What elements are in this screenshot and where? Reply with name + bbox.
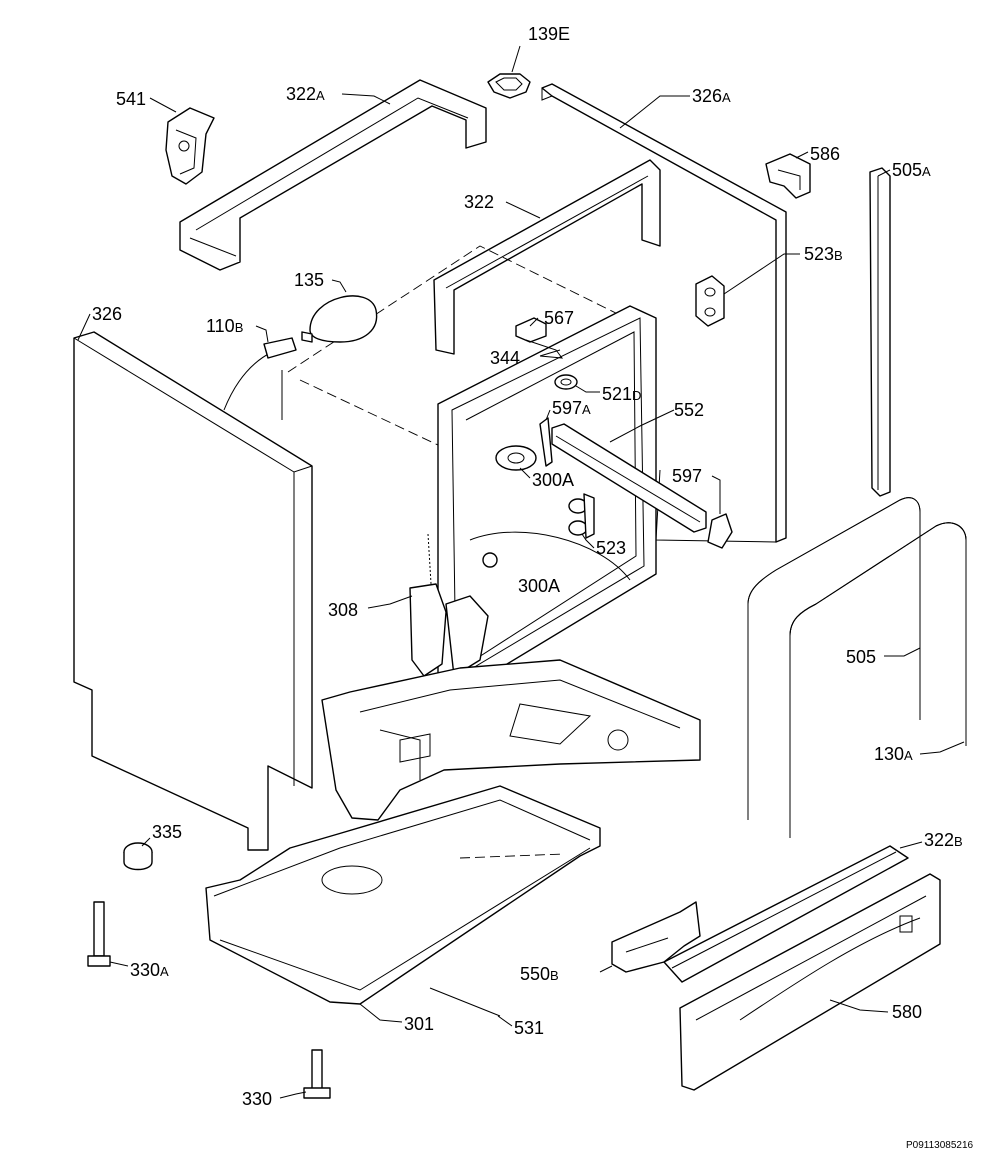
part-586-bracket xyxy=(765,153,811,199)
part-541-clip xyxy=(165,107,215,185)
document-id: P09113085216 xyxy=(906,1140,974,1151)
part-326-side-panel xyxy=(73,331,313,851)
label-597: 597 xyxy=(672,466,702,486)
label-552: 552 xyxy=(674,400,704,420)
part-labels: 139E 541 322A 326A 586 505A 322 523B 135… xyxy=(92,24,963,1109)
label-326: 326 xyxy=(92,304,122,324)
label-335: 335 xyxy=(152,822,182,842)
part-550B-bracket xyxy=(611,901,701,973)
part-322B-rail xyxy=(663,845,909,983)
label-300A-top: 300A xyxy=(532,470,574,490)
label-326A: 326A xyxy=(692,86,731,106)
part-523B-bumper xyxy=(695,275,725,327)
part-521D-ring xyxy=(554,374,578,390)
part-tub-front-frame xyxy=(437,305,657,691)
label-330A: 330A xyxy=(130,960,169,980)
part-301-base-pan xyxy=(205,785,601,1005)
part-135-dome xyxy=(301,295,378,343)
part-597-clip xyxy=(707,513,733,549)
part-base-structure xyxy=(321,659,701,821)
label-523B: 523B xyxy=(804,244,843,264)
label-531: 531 xyxy=(514,1018,544,1038)
label-130A: 130A xyxy=(874,744,913,764)
label-300A: 300A xyxy=(518,576,560,596)
part-330-screw xyxy=(303,1049,331,1099)
label-541: 541 xyxy=(116,89,146,109)
part-110B-hose xyxy=(223,337,297,420)
part-300A-spray-wheel xyxy=(495,445,537,471)
part-130A-gasket xyxy=(789,522,967,838)
label-344: 344 xyxy=(490,348,520,368)
leader-lines xyxy=(77,45,965,1099)
part-505-seal xyxy=(747,497,921,820)
part-505A-seal-strip xyxy=(869,167,891,497)
label-597A: 597A xyxy=(552,398,591,418)
label-580: 580 xyxy=(892,1002,922,1022)
part-567-latch xyxy=(515,317,564,359)
part-597A-pin xyxy=(539,417,553,467)
label-505A: 505A xyxy=(892,160,931,180)
label-135: 135 xyxy=(294,270,324,290)
part-552-rail xyxy=(551,423,707,533)
label-567: 567 xyxy=(544,308,574,328)
part-139E-nut xyxy=(487,73,531,99)
label-308: 308 xyxy=(328,600,358,620)
label-301: 301 xyxy=(404,1014,434,1034)
part-335-nut xyxy=(123,842,153,871)
part-322A-top-frame xyxy=(179,79,487,271)
label-523: 523 xyxy=(596,538,626,558)
label-550B: 550B xyxy=(520,964,559,984)
label-330: 330 xyxy=(242,1089,272,1109)
label-505: 505 xyxy=(846,647,876,667)
label-521D: 521D xyxy=(602,384,641,404)
label-322: 322 xyxy=(464,192,494,212)
part-330A-screw xyxy=(87,901,111,967)
label-139E: 139E xyxy=(528,24,570,44)
label-586: 586 xyxy=(810,144,840,164)
label-110B: 110B xyxy=(206,316,243,336)
part-523-double-bumper xyxy=(568,493,595,539)
label-322A: 322A xyxy=(286,84,325,104)
part-580-front-panel xyxy=(679,873,941,1091)
part-308-hinge xyxy=(409,533,489,677)
part-531-rod xyxy=(429,987,501,1017)
part-322-rear-frame xyxy=(433,159,661,355)
part-300A-lower xyxy=(469,531,631,581)
label-322B: 322B xyxy=(924,830,963,850)
